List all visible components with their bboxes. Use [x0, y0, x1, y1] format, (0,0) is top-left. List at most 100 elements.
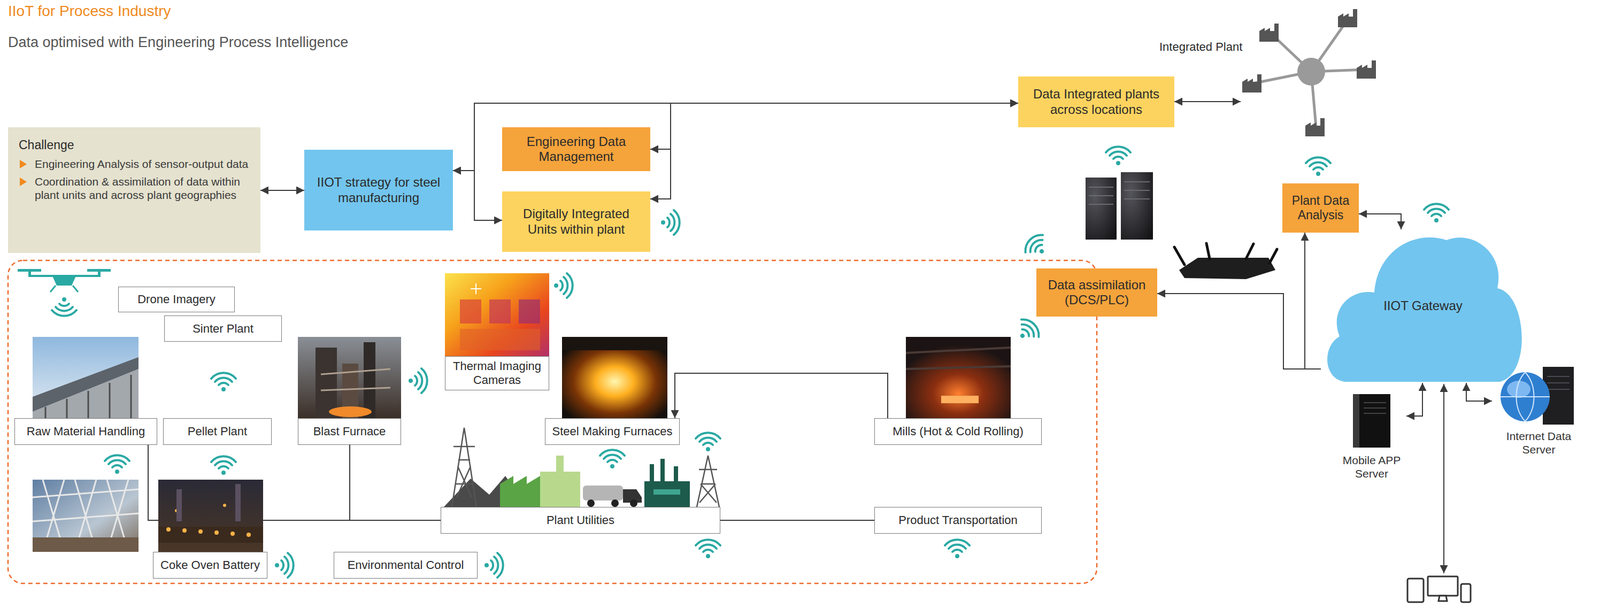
router-icon-part	[1179, 257, 1276, 280]
drone-icon	[17, 268, 111, 292]
raw-material-photo-part	[32, 537, 139, 552]
utilities-illustration-part	[660, 458, 665, 482]
box-label: Plant Data Analysis	[1286, 193, 1355, 223]
wireless-signal-icons-part	[484, 552, 504, 578]
box-content: Engineering Data Management	[508, 134, 644, 165]
box-label: Sinter Plant	[192, 321, 254, 336]
plant-boundary	[8, 260, 1097, 584]
devices-icon-part	[1460, 583, 1471, 603]
server-tower-icon-part	[1352, 394, 1391, 448]
drone-icon-part	[72, 285, 79, 292]
box-label: Plant Utilities	[546, 513, 615, 528]
wireless-signal-icons-part	[695, 539, 721, 559]
factory-icon	[1259, 23, 1279, 42]
server-tower-icon	[1336, 393, 1407, 451]
server-label: Mobile APP Server	[1336, 454, 1407, 481]
bullet-marker	[19, 159, 27, 169]
hub-graphic	[1240, 2, 1396, 148]
device-link-arrow	[1443, 383, 1445, 574]
utilities-illustration-part	[500, 475, 541, 507]
integrated-plant-hub: Integrated Plant	[1240, 2, 1396, 148]
box-label: Digitally Integrated Units within plant	[508, 206, 644, 237]
rolling-mill-photo-part	[905, 336, 1011, 419]
unit-label-box: Blast Furnace	[297, 418, 402, 445]
wireless-signal-icons	[51, 146, 1449, 578]
blast-furnace-photo	[297, 336, 402, 419]
utilities-illustration-part	[611, 499, 619, 507]
blast-furnace-photo-part	[363, 342, 376, 419]
devices-icon-part	[1438, 595, 1448, 602]
wireless-signal-icons-part	[211, 456, 236, 475]
utilities-illustration-part	[644, 481, 690, 507]
router-icon	[1174, 243, 1278, 280]
unit-label-box: Mills (Hot & Cold Rolling)	[874, 418, 1042, 445]
connector	[720, 519, 875, 521]
box-label: Data assimilation (DCS/PLC)	[1042, 277, 1151, 309]
box-content: Internet Data Server	[1491, 429, 1586, 457]
coke-oven-photo-part	[235, 483, 241, 522]
blast-furnace-photo-part	[320, 368, 391, 391]
internet-server-icon	[1491, 363, 1586, 427]
box-content: Environmental Control	[347, 558, 465, 573]
hub-heading-wrap: Integrated Plant	[1159, 40, 1243, 55]
cloud-outline	[1327, 237, 1522, 382]
box-label: Thermal Imaging Cameras	[449, 359, 545, 388]
process-box: Plant Data Analysis	[1282, 183, 1359, 233]
coke-oven-photo	[158, 479, 264, 552]
box-label: Pellet Plant	[187, 424, 248, 439]
mobile-server: Mobile APP Server	[1336, 393, 1407, 487]
factory-icon	[1337, 9, 1358, 28]
drone-icon-part	[97, 270, 101, 278]
connector	[349, 444, 441, 521]
process-box: Data assimilation (DCS/PLC)	[1036, 268, 1158, 317]
connector-group	[148, 101, 1492, 521]
box-content: Blast Furnace	[313, 424, 387, 439]
coke-oven-photo-part-part	[246, 532, 251, 537]
device-link-arrow-part	[1443, 383, 1445, 574]
box-label: Engineering Data Management	[508, 134, 644, 165]
box-label: Raw Material Handling	[26, 424, 145, 439]
process-box: Data Integrated plants across locations	[1018, 76, 1175, 128]
raw-material-photo	[32, 479, 139, 552]
hub-center	[1297, 57, 1326, 86]
wireless-signal-icons-part	[695, 432, 721, 452]
thermal-image-part	[489, 299, 511, 324]
steel-furnace-photo-part	[562, 336, 668, 351]
process-box: Engineering Data Management	[502, 127, 651, 172]
wireless-signal-icons-part	[1012, 315, 1043, 346]
cloud-label: IIOT Gateway	[1383, 298, 1463, 314]
coke-oven-photo-part-part	[230, 531, 235, 536]
gateway-cloud: IIOT Gateway	[1320, 229, 1526, 383]
connector	[452, 103, 1019, 171]
connector	[1157, 293, 1321, 369]
bullet-text: Coordination & assimilation of data with…	[34, 175, 250, 203]
process-box: Digitally Integrated Units within plant	[502, 191, 651, 252]
thermal-image-part	[518, 299, 541, 324]
box-content: Digitally Integrated Units within plant	[508, 206, 644, 237]
wireless-signal-icons-part	[1021, 231, 1052, 262]
unit-label-box: Product Transportation	[874, 506, 1042, 534]
blast-furnace-photo-part	[297, 336, 402, 419]
box-content: Steel Making Furnaces	[552, 424, 673, 439]
server-rack-icon-part	[1088, 181, 1150, 205]
box-content: Thermal Imaging Cameras	[449, 359, 545, 388]
utilities-illustration-part	[653, 489, 681, 495]
utilities-illustration-part	[556, 455, 564, 472]
router-icon-part	[1174, 243, 1278, 265]
connector	[260, 189, 305, 191]
devices-icon-part	[1407, 578, 1424, 603]
utilities-illustration-part	[649, 464, 655, 482]
rolling-mill-photo-part	[905, 347, 1011, 369]
hub-heading: Integrated Plant	[1159, 40, 1243, 55]
box-content: Coke Oven Battery	[160, 558, 260, 573]
wireless-signal-icons-part	[104, 455, 130, 474]
devices-icon	[1407, 576, 1471, 603]
challenge-content: ChallengeEngineering Analysis of sensor-…	[18, 137, 250, 202]
box-content: Raw Material Handling	[26, 424, 145, 439]
raw-material-photo	[32, 336, 139, 419]
box-content: Plant Data Analysis	[1286, 193, 1355, 223]
connector	[452, 170, 503, 221]
coke-oven-photo-part-part	[214, 530, 219, 535]
unit-label-box: Environmental Control	[333, 551, 478, 579]
